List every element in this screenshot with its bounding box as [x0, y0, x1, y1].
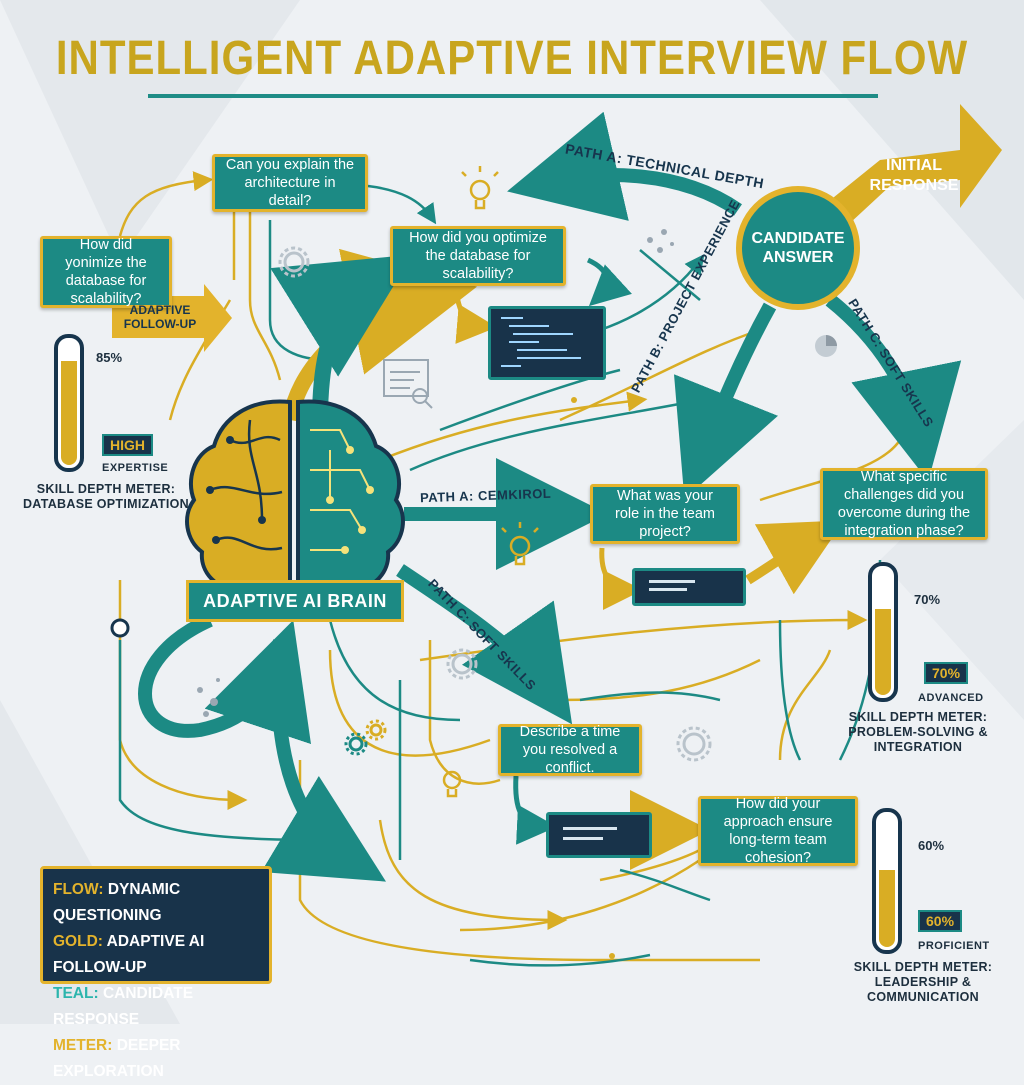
meter-tag: HIGH [102, 434, 153, 456]
skill-depth-meter [54, 334, 84, 472]
question-team-role: What was your role in the team project? [590, 484, 740, 544]
question-integration-challenges: What specific challenges did you overcom… [820, 468, 988, 540]
meter-tag: 70% [924, 662, 969, 684]
meter-fill [875, 608, 891, 695]
meter-fill [61, 360, 77, 465]
lightbulb-icon [442, 770, 462, 798]
response-code-snippet [632, 568, 746, 606]
adaptive-follow-up-label: ADAPTIVE FOLLOW-UP [123, 303, 197, 331]
question-team-cohesion: How did your approach ensure long-term t… [698, 796, 858, 866]
legend-item: TEAL: CANDIDATE RESPONSE [53, 985, 194, 1028]
response-code-snippet [546, 812, 652, 858]
question-resolve-conflict: Describe a time you resolved a conflict. [498, 724, 642, 776]
network-dots-icon [197, 229, 674, 717]
gear-icon [278, 246, 310, 278]
meter-tag: 60% [918, 910, 963, 932]
legend-item: FLOW: DYNAMIC QUESTIONING [53, 881, 181, 924]
meter-caption: SKILL DEPTH METER: LEADERSHIP & COMMUNIC… [853, 960, 993, 1004]
meter-caption: SKILL DEPTH METER: PROBLEM-SOLVING & INT… [848, 710, 988, 754]
skill-depth-meter [872, 808, 902, 954]
meter-rating: PROFICIENT [918, 940, 990, 952]
brain-circuit-icon [185, 399, 405, 597]
question-optimize-database: How did you optimize the database for sc… [390, 226, 566, 286]
meter-percent: 85% [96, 350, 123, 365]
candidate-answer-hub: CANDIDATE ANSWER [736, 186, 860, 310]
initial-response-arrow [818, 104, 1002, 236]
question-architecture: Can you explain the architecture in deta… [212, 154, 368, 212]
meter-rating: EXPERTISE [102, 462, 169, 474]
adaptive-ai-brain-label: ADAPTIVE AI BRAIN [186, 580, 404, 622]
code-window-icon [488, 306, 606, 380]
gear-icon [344, 732, 368, 756]
meter-caption: SKILL DEPTH METER: DATABASE OPTIMIZATION [22, 482, 189, 511]
skill-depth-meter [868, 562, 898, 702]
gear-icon [365, 719, 387, 741]
gear-icon [446, 648, 478, 680]
meter-percent: 60% [918, 838, 945, 853]
gear-icon [676, 726, 712, 762]
lightbulb-icon [501, 522, 539, 566]
question-left-database: How did yonimize the database for scalab… [40, 236, 172, 308]
pie-chart-icon [815, 335, 837, 357]
initial-response-label: INITIAL RESPONSE [869, 157, 959, 194]
magnifier-document-icon [383, 359, 433, 409]
lightbulb-icon [461, 166, 499, 210]
legend-box: FLOW: DYNAMIC QUESTIONING GOLD: ADAPTIVE… [40, 866, 272, 1080]
meter-fill [879, 870, 895, 947]
page-title: INTELLIGENT ADAPTIVE INTERVIEW FLOW [55, 30, 969, 85]
legend-item: METER: DEEPER EXPLORATION [53, 1037, 181, 1080]
meter-percent: 70% [914, 592, 941, 607]
title-underline [148, 94, 878, 98]
meter-rating: ADVANCED [918, 692, 984, 704]
legend-item: GOLD: ADAPTIVE AI FOLLOW-UP [53, 933, 205, 976]
